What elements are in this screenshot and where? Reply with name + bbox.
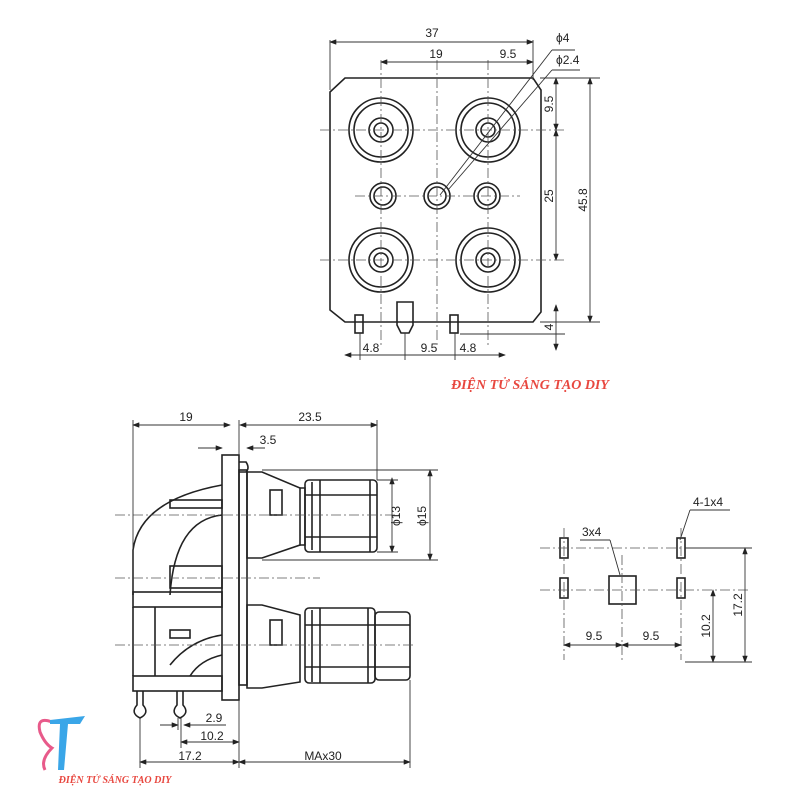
dim-pin-left: 4.8	[363, 341, 380, 355]
jack-circles	[348, 97, 521, 293]
dim-flange: 3.5	[260, 433, 277, 447]
top-body-outline	[329, 77, 542, 323]
dim-max-len: MAx30	[304, 749, 342, 763]
dim-pad-label: 4-1x4	[693, 495, 723, 509]
dim-total-height: 17.2	[731, 593, 745, 617]
dim-height: 45.8	[576, 188, 590, 212]
dim-pin-length: 4	[542, 323, 556, 330]
dim-rear-depth: 19	[179, 410, 193, 424]
dim-dia-inner: ϕ2.4	[556, 53, 580, 67]
dim-top-offset: 9.5	[542, 95, 556, 112]
dim-pin-10: 10.2	[200, 729, 224, 743]
logo-caption: ĐIỆN TỬ SÁNG TẠO DIY	[58, 773, 173, 786]
dim-dia-outer: ϕ4	[556, 31, 570, 45]
dim-pin-right: 4.8	[460, 341, 477, 355]
dim-dia-13: ϕ13	[389, 506, 403, 526]
top-view: 37 19 9.5 ϕ4 ϕ2.4 9.5 25 45.8 4 4.8 9.5 …	[320, 26, 600, 360]
dim-pitch-right: 9.5	[643, 629, 660, 643]
flange	[221, 454, 240, 701]
pins	[354, 301, 459, 334]
dim-pin-mid: 9.5	[421, 341, 438, 355]
dim-front-depth: 23.5	[298, 410, 322, 424]
dim-row-gap: 10.2	[699, 614, 713, 638]
dim-pitch-y: 25	[542, 189, 556, 203]
dim-width: 37	[425, 26, 439, 40]
dim-pin-17: 17.2	[178, 749, 202, 763]
watermark-text: ĐIỆN TỬ SÁNG TẠO DIY	[450, 376, 610, 393]
dim-half-pitch: 9.5	[500, 47, 517, 61]
pcb-footprint: 4-1x4 3x4 9.5 9.5 10.2 17.2	[540, 495, 752, 663]
side-view: 19 23.5 3.5 ϕ13 ϕ15 2.9 10.2 17.2 MAx30	[115, 410, 438, 768]
dim-pitch-x: 19	[429, 47, 443, 61]
dim-center-label: 3x4	[582, 525, 602, 539]
dim-dia-15: ϕ15	[415, 506, 429, 526]
brand-logo: ĐIỆN TỬ SÁNG TẠO DIY	[37, 716, 173, 786]
dim-pitch-left: 9.5	[586, 629, 603, 643]
dim-pin-w: 2.9	[206, 711, 223, 725]
